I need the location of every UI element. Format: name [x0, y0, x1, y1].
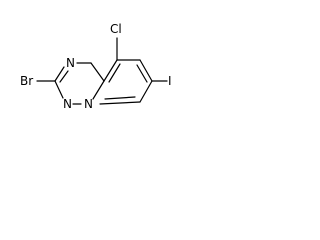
- atom-label-iodine: I: [168, 74, 172, 88]
- bond-n1-c2-outer: [54, 66, 65, 82]
- bond-c5-n4: [99, 101, 141, 105]
- bond-c8a-c8-double: [108, 63, 121, 83]
- chemical-structure-diagram: Cl Br I N N N: [20, 22, 172, 111]
- atom-label-bromine: Br: [20, 74, 33, 88]
- atom-label-chlorine: Cl: [110, 22, 122, 36]
- bond-c6-c5: [139, 80, 153, 103]
- atom-label-nitrogen-bridge: N: [84, 97, 93, 111]
- atom-label-nitrogen-bottom: N: [63, 97, 72, 111]
- bond-c2-n3: [54, 80, 64, 99]
- bond-c8a-n1-inner: [90, 62, 105, 82]
- bond-n1-c2-inner: [59, 70, 69, 83]
- bond-c8a-c8: [103, 59, 118, 82]
- atom-label-nitrogen-top: N: [66, 56, 75, 70]
- bond-n4-c8a: [92, 80, 105, 100]
- bond-c7-c6: [139, 59, 153, 82]
- bond-c7-c6-double: [136, 64, 148, 83]
- bond-c5-n4-double: [104, 96, 136, 100]
